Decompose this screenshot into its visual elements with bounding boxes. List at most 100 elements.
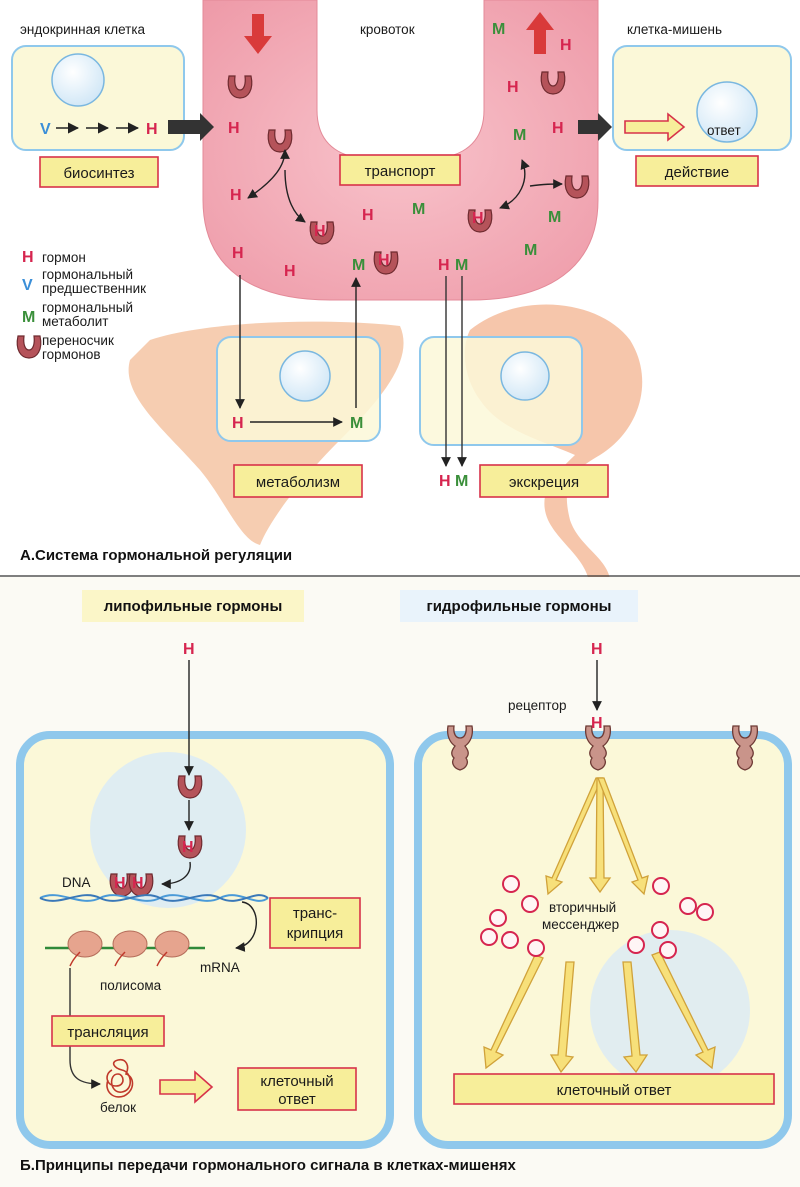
legend-hormone-letter: H: [22, 249, 34, 266]
protein-label: белок: [100, 1100, 136, 1115]
transcription-label-2: крипция: [287, 925, 344, 942]
action-label: действие: [665, 164, 730, 181]
metabolism-box: [233, 464, 363, 498]
ribosome: [112, 930, 148, 958]
hormone-letter: H: [284, 263, 296, 280]
hormone-letter: H: [560, 37, 572, 54]
hormone-letter: H: [228, 120, 240, 137]
hormone-letter: H: [146, 121, 158, 138]
biosynthesis-label: биосинтез: [63, 165, 134, 182]
excretion-box: [479, 464, 609, 498]
hydrophilic-heading-box: [400, 590, 638, 622]
target-nucleus: [696, 81, 758, 143]
second-messenger-label-2: мессенджер: [542, 917, 619, 932]
translation-label: трансляция: [67, 1024, 148, 1041]
hormone-letter: H: [132, 875, 144, 892]
signal-arrows: [545, 777, 649, 896]
legend-precursor-label-1: гормональный: [42, 267, 133, 282]
hormone-letter: H: [362, 207, 374, 224]
hydrophilic-hormone-letter: H: [591, 641, 603, 658]
messenger-molecule: [659, 941, 677, 959]
biosynthesis-box: [39, 156, 159, 188]
metabolite-letter: M: [548, 209, 561, 226]
precursor-letter: V: [40, 121, 51, 138]
binding-arrow: [284, 169, 306, 223]
legend-hormone-label: гормон: [42, 250, 86, 265]
messenger-molecule: [527, 939, 545, 957]
hormone-letter: H: [552, 120, 564, 137]
legend-carrier-label-1: переносчик: [42, 333, 114, 348]
kidney-cell: [419, 336, 583, 446]
endocrine-nucleus: [51, 53, 105, 107]
metabolite-letter: M: [350, 415, 363, 432]
messenger-molecule: [501, 931, 519, 949]
messenger-molecule: [679, 897, 697, 915]
dna-label: DNA: [62, 875, 91, 890]
translation-arrow: [69, 968, 101, 1089]
mrna-label: mRNA: [200, 960, 240, 975]
receptor-label: рецептор: [508, 698, 566, 713]
kidney-nucleus: [500, 351, 550, 401]
hormone-letter: H: [439, 473, 451, 490]
hormone-letter: H: [314, 223, 326, 240]
hormone-letter: H: [232, 415, 244, 432]
legend-precursor-letter: V: [22, 277, 33, 294]
hormone-letter: H: [232, 245, 244, 262]
metabolite-letter: M: [352, 257, 365, 274]
legend-carrier-label-2: гормонов: [42, 347, 101, 362]
hormone-letter: H: [438, 257, 450, 274]
ribosome: [67, 930, 103, 958]
legend-metabolite-label-1: гормональный: [42, 300, 133, 315]
polysome-label: полисома: [100, 978, 162, 993]
transport-box: [339, 154, 461, 186]
transcription-label-1: транс-: [293, 905, 337, 922]
protein-icon: [106, 1058, 134, 1098]
metabolite-letter: M: [455, 473, 468, 490]
metabolite-letter: M: [455, 257, 468, 274]
messenger-arrows: [483, 951, 716, 1074]
secretion-arrow: [168, 113, 214, 141]
response-arrow: [624, 112, 686, 142]
messenger-molecule: [521, 895, 539, 913]
delivery-arrow: [578, 113, 612, 141]
lipophilic-heading-box: [82, 590, 304, 622]
lipophilic-heading: липофильные гормоны: [104, 598, 283, 615]
bloodstream-label: кровоток: [360, 22, 415, 37]
legend-precursor-label-2: предшественник: [42, 281, 146, 296]
binding-arrow: [499, 159, 530, 210]
dna-strand: [39, 894, 269, 902]
messenger-molecule: [502, 875, 520, 893]
cell-response-box: [237, 1067, 357, 1111]
cell-response-wide-label: клеточный ответ: [557, 1082, 672, 1099]
endocrine-cell: [11, 45, 185, 151]
second-messenger-label-1: вторичный: [549, 900, 616, 915]
messenger-molecule: [652, 877, 670, 895]
transport-label: транспорт: [365, 163, 436, 180]
inflow-arrow: [244, 14, 272, 54]
lipophilic-nucleus: [90, 752, 246, 908]
metabolite-letter: M: [412, 201, 425, 218]
messenger-molecule: [696, 903, 714, 921]
messenger-molecule: [651, 921, 669, 939]
cell-response-wide-box: [453, 1073, 775, 1105]
legend-metabolite-label-2: метаболит: [42, 314, 108, 329]
metabolite-letter: M: [492, 21, 505, 38]
action-box: [635, 155, 759, 187]
target-cell-label: клетка-мишень: [627, 22, 722, 37]
legend-metabolite-letter: M: [22, 309, 35, 326]
metabolite-letter: M: [513, 127, 526, 144]
outflow-arrow: [526, 12, 554, 54]
hormone-letter: H: [378, 252, 390, 269]
excretion-label: экскреция: [509, 474, 579, 491]
messenger-molecule: [489, 909, 507, 927]
hormone-letter: H: [230, 187, 242, 204]
metabolite-letter: M: [524, 242, 537, 259]
dna-binding-arrow: [161, 861, 191, 889]
messenger-molecule: [627, 936, 645, 954]
hormone-letter: H: [182, 839, 194, 856]
messenger-molecule: [480, 928, 498, 946]
protein-response-arrow: [159, 1070, 214, 1104]
hormone-letter: H: [591, 715, 603, 732]
hormone-letter: H: [507, 79, 519, 96]
translation-box: [51, 1015, 165, 1047]
